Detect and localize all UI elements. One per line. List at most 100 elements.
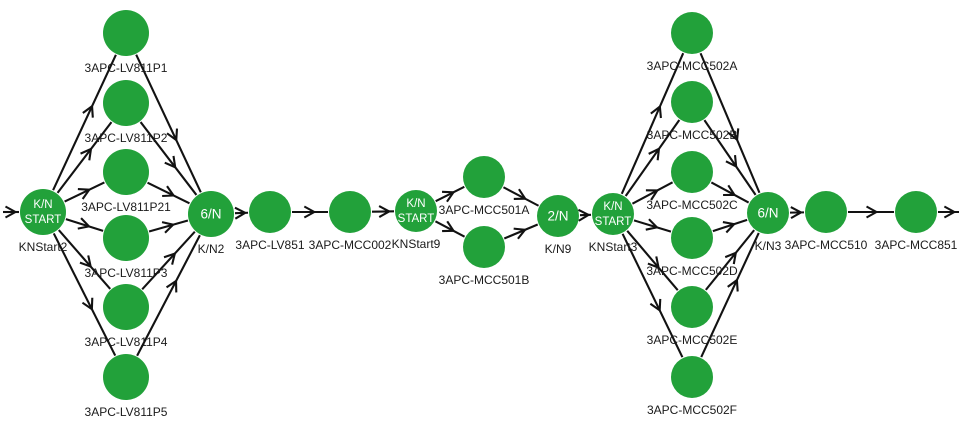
node-circle-lv811p2[interactable]: [103, 80, 149, 126]
node-mcc502b[interactable]: 3APC-MCC502B: [647, 81, 738, 142]
edge-ENTRY-to-knstart2: [3, 205, 19, 219]
node-caption-mcc502f: 3APC-MCC502F: [647, 403, 737, 417]
node-caption-lv811p2: 3APC-LV811P2: [85, 131, 168, 145]
node-circle-lv811p21[interactable]: [103, 149, 149, 195]
edge-kn2-to-lv851: [234, 206, 249, 220]
node-circle-mcc502b[interactable]: [671, 81, 713, 123]
node-circle-knstart3[interactable]: [592, 193, 634, 235]
edge-knstart2-to-lv811p2: [56, 121, 113, 194]
node-inner-label-knstart9-line2: START: [398, 213, 435, 225]
edge-mcc510-to-mcc851: [848, 205, 894, 219]
node-lv811p21[interactable]: 3APC-LV811P21: [81, 149, 171, 214]
node-mcc502d[interactable]: 3APC-MCC502D: [646, 217, 738, 278]
node-caption-lv811p5: 3APC-LV811P5: [85, 405, 168, 419]
node-mcc501a[interactable]: 3APC-MCC501A: [439, 156, 530, 217]
node-circle-mcc502d[interactable]: [671, 217, 713, 259]
node-circle-lv811p3[interactable]: [103, 215, 149, 261]
node-knstart9[interactable]: K/N START KNStart9: [392, 190, 441, 251]
node-circle-kn9[interactable]: [537, 195, 579, 237]
node-circle-mcc502e[interactable]: [671, 286, 713, 328]
edge-knstart9-to-mcc501b: [434, 220, 466, 238]
edge-knstart3-to-mcc502e: [626, 230, 679, 291]
node-mcc502a[interactable]: 3APC-MCC502A: [647, 12, 738, 73]
node-caption-lv811p21: 3APC-LV811P21: [81, 200, 171, 214]
node-circle-kn3[interactable]: [747, 192, 789, 234]
edge-lv811p1-to-kn2: [135, 54, 202, 193]
node-mcc502e[interactable]: 3APC-MCC502E: [647, 286, 738, 347]
node-mcc510[interactable]: 3APC-MCC510: [785, 191, 868, 252]
node-lv811p5[interactable]: 3APC-LV811P5: [85, 354, 168, 419]
node-circle-mcc510[interactable]: [805, 191, 847, 233]
node-circle-mcc851[interactable]: [895, 191, 937, 233]
node-mcc502f[interactable]: 3APC-MCC502F: [647, 356, 737, 417]
edge-layer: [3, 52, 959, 358]
edge-lv851-to-mcc002: [292, 205, 328, 219]
edge-knstart2-to-lv811p5: [52, 232, 117, 357]
node-caption-lv851: 3APC-LV851: [235, 238, 304, 252]
edge-mcc502b-to-kn3: [703, 119, 757, 196]
node-lv811p3[interactable]: 3APC-LV811P3: [85, 215, 168, 280]
node-circle-lv811p4[interactable]: [103, 284, 149, 330]
node-inner-label-knstart3-line1: K/N: [603, 201, 622, 213]
node-circle-mcc002[interactable]: [329, 191, 371, 233]
node-inner-label-knstart2-line2: START: [25, 214, 62, 226]
edge-lv811p5-to-kn2: [136, 234, 201, 357]
edge-mcc501b-to-kn9: [503, 223, 539, 240]
node-caption-mcc510: 3APC-MCC510: [785, 238, 868, 252]
node-caption-lv811p3: 3APC-LV811P3: [85, 266, 168, 280]
node-kn3[interactable]: 6/N K/N3: [747, 192, 789, 253]
node-caption-knstart2: KNStart2: [19, 240, 68, 254]
node-caption-lv811p4: 3APC-LV811P4: [85, 335, 168, 349]
node-circle-knstart9[interactable]: [395, 190, 437, 232]
node-lv851[interactable]: 3APC-LV851: [235, 191, 305, 252]
node-layer: K/N START KNStart2 3APC-LV811P1 3APC-LV811P2…: [19, 10, 958, 419]
node-caption-mcc502d: 3APC-MCC502D: [646, 264, 738, 278]
node-circle-lv851[interactable]: [249, 191, 291, 233]
node-circle-mcc502f[interactable]: [671, 356, 713, 398]
node-circle-kn2[interactable]: [188, 191, 234, 237]
node-kn9[interactable]: 2/NK/N9: [537, 195, 579, 256]
node-caption-mcc501a: 3APC-MCC501A: [439, 203, 530, 217]
node-caption-mcc851: 3APC-MCC851: [875, 238, 958, 252]
node-inner-label-kn3: 6/N: [757, 206, 778, 221]
node-caption-kn9: K/N9: [545, 242, 572, 256]
node-mcc002[interactable]: 3APC-MCC002: [309, 191, 392, 252]
node-lv811p1[interactable]: 3APC-LV811P1: [85, 10, 168, 75]
edge-lv811p2-to-kn2: [139, 121, 198, 196]
node-inner-label-knstart9-line1: K/N: [406, 198, 425, 210]
node-circle-mcc501b[interactable]: [463, 226, 505, 268]
edge-knstart2-to-lv811p3: [65, 217, 104, 232]
node-inner-label-knstart3-line2: START: [595, 216, 632, 228]
edge-knstart2-to-lv811p21: [64, 181, 105, 203]
node-circle-lv811p1[interactable]: [103, 10, 149, 56]
node-inner-label-knstart2-line1: K/N: [33, 199, 52, 211]
node-lv811p4[interactable]: 3APC-LV811P4: [85, 284, 168, 349]
node-caption-mcc502e: 3APC-MCC502E: [647, 333, 738, 347]
edge-knstart9-to-mcc501a: [435, 185, 465, 203]
node-caption-kn2: K/N2: [198, 242, 225, 256]
node-caption-kn3: K/N3: [755, 239, 782, 253]
node-mcc502c[interactable]: 3APC-MCC502C: [646, 151, 738, 212]
node-mcc501b[interactable]: 3APC-MCC501B: [439, 226, 530, 287]
node-circle-mcc502c[interactable]: [671, 151, 713, 193]
edge-knstart2-to-lv811p1: [52, 54, 117, 191]
node-circle-knstart2[interactable]: [20, 189, 66, 235]
edge-lv811p21-to-kn2: [147, 181, 190, 205]
edge-knstart2-to-lv811p4: [57, 229, 112, 290]
node-kn2[interactable]: 6/NK/N2: [188, 191, 234, 256]
edge-mcc851-to-EXIT: [938, 205, 959, 219]
node-circle-mcc501a[interactable]: [463, 156, 505, 198]
node-mcc851[interactable]: 3APC-MCC851: [875, 191, 958, 252]
node-lv811p2[interactable]: 3APC-LV811P2: [85, 80, 168, 145]
node-circle-lv811p5[interactable]: [103, 354, 149, 400]
node-caption-knstart9: KNStart9: [392, 237, 441, 251]
node-circle-mcc502a[interactable]: [671, 12, 713, 54]
edge-mcc501a-to-kn9: [502, 186, 540, 207]
edge-lv811p3-to-kn2: [148, 219, 189, 234]
edge-lv811p4-to-kn2: [141, 231, 196, 290]
edge-mcc502c-to-kn3: [710, 181, 750, 204]
node-knstart2[interactable]: K/N START KNStart2: [19, 189, 68, 254]
